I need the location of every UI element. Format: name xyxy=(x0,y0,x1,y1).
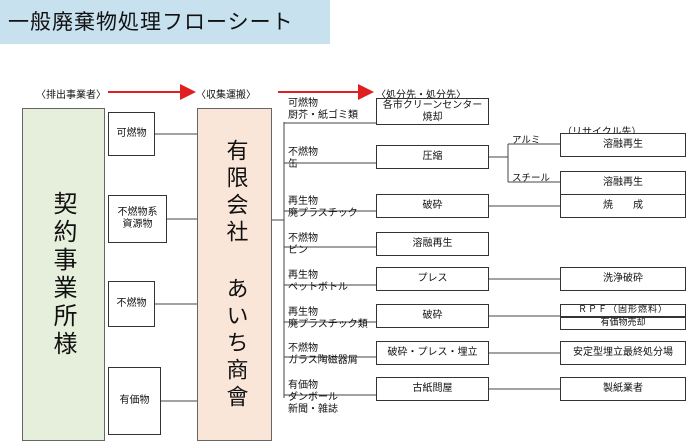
emitter-label: 契約事業所様 xyxy=(49,190,77,359)
recycle-paper-maker: 製紙業者 xyxy=(560,377,686,401)
process-compression: 圧縮 xyxy=(376,145,489,169)
category-7: 不燃物ガラス陶磁器屑 xyxy=(288,343,358,366)
waste-type-resource: 不燃物系 資源物 xyxy=(108,195,167,243)
emitter-box: 契約事業所様 xyxy=(22,108,105,441)
recycle-landfill-site: 安定型埋立最終処分場 xyxy=(560,341,686,365)
label-steel: スチール xyxy=(512,173,551,184)
process-incineration: 各市クリーンセンター 焼却 xyxy=(376,98,489,125)
recycle-firing: 焼 成 xyxy=(560,194,686,218)
category-5: 再生物ペットボトル xyxy=(288,270,348,293)
category-3: 再生物廃プラスチック xyxy=(288,196,358,219)
recycle-rpf: ＲＰＦ（固形燃料） xyxy=(560,304,686,317)
collector-box: 有限会社 あいち商會 xyxy=(197,108,272,441)
process-waste-paper-dealer: 古紙問屋 xyxy=(376,377,489,401)
label-aluminum: アルミ xyxy=(512,135,541,146)
category-8: 有価物ダンボール新聞・雑誌 xyxy=(288,380,338,415)
recycle-wash-crush: 洗浄破砕 xyxy=(560,267,686,291)
header-destination: 〈処分先・処分先〉 xyxy=(376,90,466,101)
waste-type-combustible: 可燃物 xyxy=(108,112,155,156)
category-6: 再生物廃プラスチック類 xyxy=(288,307,368,330)
process-press: プレス xyxy=(376,267,489,291)
process-crush-press-landfill: 破砕・プレス・埋立 xyxy=(376,341,489,365)
collector-label-company-type: 有限会社 xyxy=(222,139,248,247)
category-2: 不燃物缶 xyxy=(288,147,318,170)
title-banner xyxy=(0,0,330,44)
category-1: 可燃物厨芥・紙ゴミ類 xyxy=(288,98,358,121)
process-melting: 溶融再生 xyxy=(376,232,489,256)
process-crushing-2: 破砕 xyxy=(376,304,489,328)
process-crushing-1: 破砕 xyxy=(376,194,489,218)
header-recycle: （リサイクル先） xyxy=(562,123,642,138)
recycle-melting-aluminum: 溶融再生 xyxy=(560,133,686,157)
category-4: 不燃物ビン xyxy=(288,233,318,256)
header-collector: 〈収集運搬〉 xyxy=(196,90,256,101)
waste-type-noncombustible: 不燃物 xyxy=(108,281,155,327)
page-title: 一般廃棄物処理フローシート xyxy=(8,10,294,34)
recycle-valuables-sale: 有価物売却 xyxy=(560,317,686,330)
header-emitter: 〈排出事業者〉 xyxy=(36,90,106,101)
waste-type-valuables: 有価物 xyxy=(108,367,161,435)
recycle-melting-steel: 溶融再生 xyxy=(560,171,686,195)
collector-label-company-name: あいち商會 xyxy=(222,277,248,412)
